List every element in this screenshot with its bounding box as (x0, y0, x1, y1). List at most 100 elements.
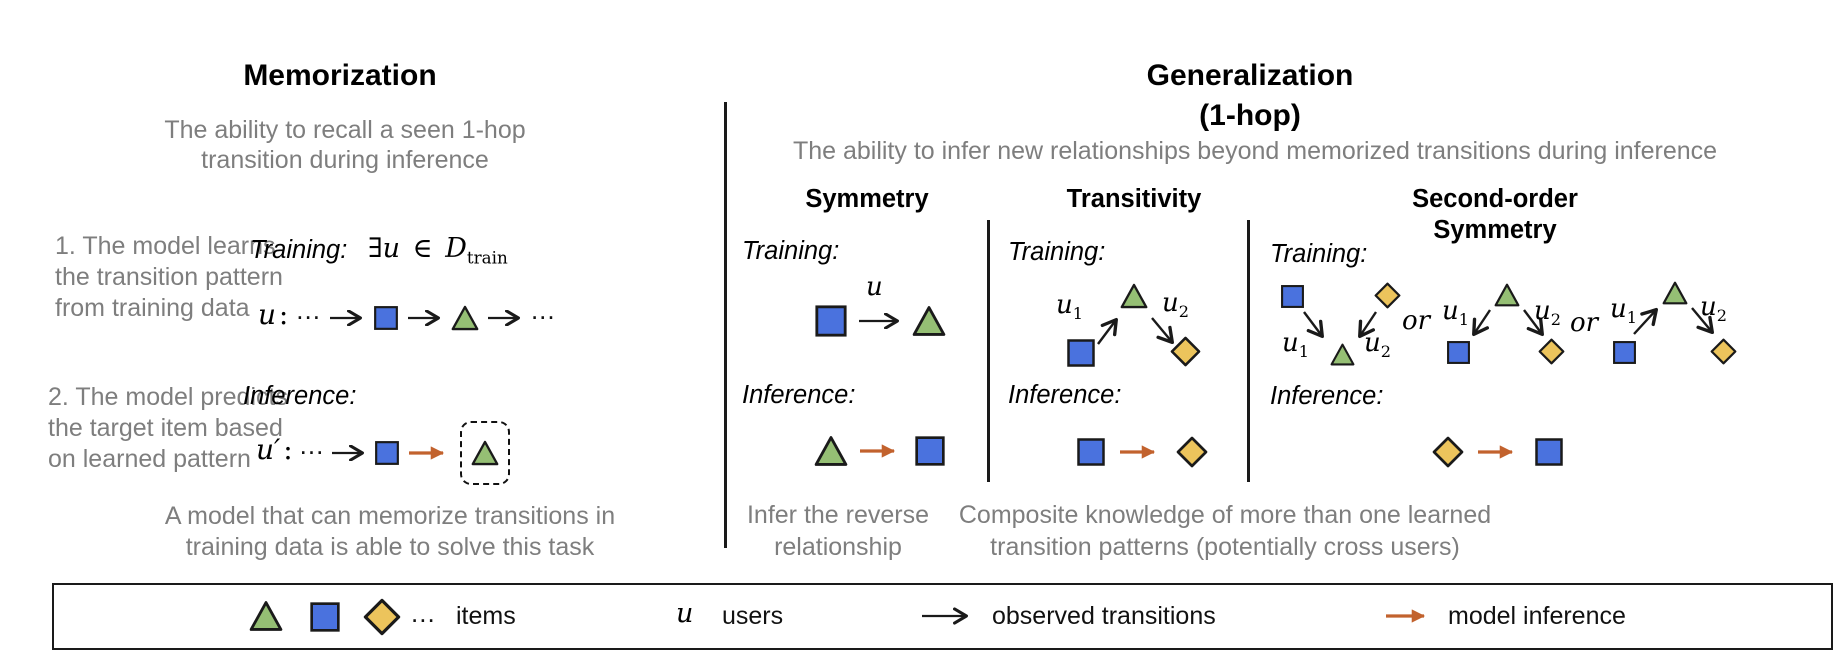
u1-label: u1 (1056, 290, 1083, 323)
item-square-icon (375, 441, 400, 465)
user-symbol: u (676, 598, 693, 629)
item-square-icon (815, 305, 847, 337)
ellipsis: ... (296, 294, 321, 325)
observed-transition-arrow (407, 310, 440, 326)
memorization-caption-line2: training data is able to solve this task (185, 533, 595, 561)
observed-transition-arrow (1633, 307, 1659, 335)
inference-arrow (1386, 609, 1426, 623)
u1-label: u1 (1282, 328, 1309, 361)
legend-inference-label: model inference (1448, 602, 1626, 630)
item-triangle-icon (1330, 343, 1355, 366)
step1-line1: 1. The model learns (55, 232, 276, 260)
memorization-subtitle-line2: transition during inference (201, 146, 489, 174)
observed-transition-arrow (329, 310, 362, 326)
memorization-subtitle-line1: The ability to recall a seen 1-hop (164, 116, 526, 144)
element-of-symbol: ∈ (412, 233, 433, 264)
u1-subscript: 1 (1458, 310, 1469, 330)
composite-caption-line2: transition patterns (potentially cross u… (990, 533, 1460, 561)
generalization-title: Generalization (1-hop) (740, 56, 1760, 136)
generalization-title-line1: Generalization (1146, 59, 1354, 92)
memorization-step1: 1. The model learns the transition patte… (55, 231, 295, 324)
u: u (1282, 328, 1299, 358)
transitivity-header: Transitivity (1066, 185, 1202, 213)
u2-label: u2 (1162, 288, 1189, 321)
item-square-icon (1613, 341, 1636, 364)
sequence-user-prime-label: u′ : (256, 433, 293, 466)
item-square-icon (1447, 341, 1470, 364)
symmetry-training-label: Training: (742, 237, 840, 265)
observed-transition-arrow (859, 313, 899, 329)
item-diamond-icon (1176, 436, 1208, 468)
generalization-subtitle: The ability to infer new relationships b… (792, 137, 1718, 165)
legend-users-label: users (722, 602, 784, 630)
observed-transition-arrow (1097, 317, 1118, 345)
transitivity-training-diagram (1067, 283, 1201, 367)
step2-line2: the target item based (48, 414, 283, 442)
memorization-subtitle: The ability to recall a seen 1-hop trans… (95, 115, 595, 175)
inference-arrow (1120, 445, 1156, 459)
u2-label: u2 (1700, 292, 1727, 325)
second-order-training-diagram-b (1447, 283, 1565, 365)
u2-subscript: 2 (1178, 302, 1189, 322)
u1-subscript: 1 (1298, 342, 1309, 362)
u2-subscript: 2 (1550, 310, 1561, 330)
memorization-caption: A model that can memorize transitions in… (85, 501, 695, 563)
observed-transition-arrow (1303, 311, 1324, 339)
item-triangle-icon (1662, 281, 1688, 305)
memorization-title: Memorization (243, 59, 437, 92)
colon: : (283, 432, 293, 466)
transitivity-inference-diagram (1076, 435, 1208, 469)
symmetry-caption-line1: Infer the reverse (746, 501, 930, 529)
item-triangle-icon (471, 440, 499, 466)
ellipsis: ... (411, 598, 436, 628)
u: u (676, 598, 694, 629)
u: u (1610, 294, 1627, 324)
second-order-header-line2: Symmetry (1433, 216, 1557, 244)
u2-subscript: 2 (1716, 306, 1727, 326)
observed-transition-arrow (487, 310, 520, 326)
or-label: or (1402, 306, 1430, 336)
training-condition-math: ∃u ∈ Dtrain (368, 233, 508, 267)
step2-line3: on learned pattern (48, 445, 251, 473)
u1-label: u1 (1610, 294, 1637, 327)
or-label: or (1570, 308, 1598, 338)
sequence-user-label: u : (258, 298, 288, 331)
u2-subscript: 2 (1380, 342, 1391, 362)
item-diamond-icon (1170, 336, 1201, 367)
memorization-training-label: Training: (250, 236, 348, 264)
step1-line3: from training data (55, 294, 250, 322)
composite-caption: Composite knowledge of more than one lea… (840, 499, 1610, 563)
u: u (1442, 296, 1459, 326)
item-square-icon (374, 306, 398, 330)
inference-arrow (860, 444, 896, 458)
section-divider (724, 102, 727, 548)
symmetry-caption: Infer the reverse relationship (733, 499, 943, 563)
inference-arrow (409, 446, 445, 460)
item-square-icon (1535, 438, 1563, 466)
second-order-training-diagram-a (1281, 282, 1401, 366)
item-square-icon (915, 436, 945, 466)
column-divider (1247, 220, 1250, 482)
symmetry-inference-label: Inference: (742, 381, 856, 409)
transitivity-training-label: Training: (1008, 238, 1106, 266)
item-diamond-icon (363, 598, 401, 636)
user-symbol: u (382, 233, 401, 264)
exists-symbol: ∃ (368, 233, 383, 264)
legend-observed-label: observed transitions (992, 602, 1216, 630)
second-order-inference-label: Inference: (1270, 382, 1384, 410)
legend-items-label: items (456, 602, 516, 630)
second-order-training-diagram-c (1613, 281, 1737, 365)
user-symbol: u (866, 272, 883, 302)
item-square-icon (1281, 285, 1304, 308)
observed-transition-arrow (1472, 309, 1491, 337)
u2-label: u2 (1364, 328, 1391, 361)
item-diamond-icon (1710, 338, 1737, 365)
generalization-title-line2: (1-hop) (1199, 99, 1301, 132)
u1-subscript: 1 (1626, 308, 1637, 328)
second-order-header: Second-order Symmetry (1390, 184, 1600, 246)
or: or (1402, 306, 1431, 336)
item-diamond-icon (1374, 282, 1401, 309)
second-order-inference-diagram (1432, 435, 1564, 469)
item-triangle-icon (1120, 283, 1148, 309)
memorization-inference-sequence: u′ : ... (256, 417, 511, 489)
